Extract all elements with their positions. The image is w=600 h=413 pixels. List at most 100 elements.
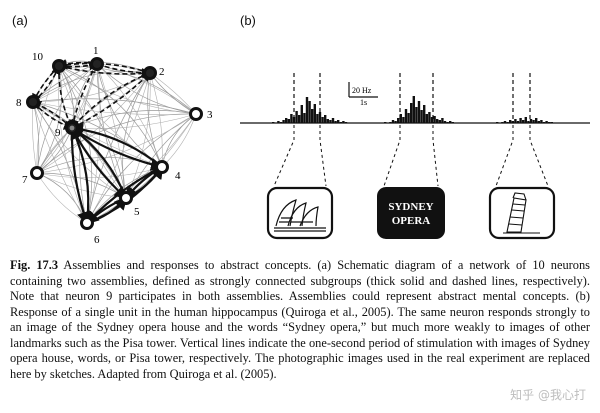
histogram-bar (329, 120, 332, 123)
neuron-node (90, 57, 104, 71)
spike-histograms (272, 96, 553, 123)
network-connection (36, 166, 163, 179)
stimulus-funnel-line (529, 125, 549, 187)
histogram-bar (303, 113, 306, 123)
network-connection (149, 72, 163, 168)
scale-bar: 20 Hz 1s (348, 82, 378, 107)
histogram-bar (441, 118, 444, 123)
opera-house-sketch-icon (274, 199, 326, 232)
histogram-bar (321, 117, 324, 123)
histogram-bar (384, 122, 387, 123)
histogram-bar (324, 115, 327, 123)
histogram-bar (449, 121, 452, 123)
stimulus-pisa-tower (488, 186, 556, 240)
histogram-bar (503, 121, 507, 123)
histogram-bar (308, 101, 311, 123)
network-connection (36, 63, 98, 174)
neuron-label: 4 (175, 170, 181, 182)
stimulus-funnel-line (273, 125, 295, 187)
histogram-bar (399, 114, 402, 123)
histogram-bar (292, 117, 296, 123)
histogram-bar (410, 103, 413, 123)
network-connection (58, 65, 163, 168)
histogram-bar (501, 122, 504, 123)
histogram-bar (272, 122, 275, 123)
histogram-bar (496, 122, 499, 123)
histogram-bar (506, 122, 509, 123)
panel-b-label: (b) (240, 13, 256, 28)
histogram-bar (542, 122, 546, 123)
histogram-bar (545, 121, 548, 123)
histogram-bar (527, 121, 530, 123)
stimulus-funnel-line (383, 125, 401, 187)
histogram-bar (298, 115, 301, 123)
histogram-bar (277, 121, 280, 123)
histogram-bar (290, 114, 293, 123)
histogram-bar (522, 120, 525, 123)
histogram-bar (397, 118, 400, 123)
neuron-node (30, 166, 44, 180)
assembly-dashed-connection (58, 65, 152, 79)
network-connection (86, 72, 151, 224)
network-connection (58, 65, 127, 199)
histogram-bar (334, 121, 337, 123)
panel-a-label: (a) (12, 13, 28, 28)
stimulus-sydney-opera-house (266, 186, 334, 240)
neuron-label: 2 (159, 66, 165, 78)
network-connection (58, 65, 197, 115)
histogram-bar (516, 121, 520, 123)
network-connection (58, 65, 88, 224)
histogram-bar (436, 119, 439, 123)
stimulus-funnel-line (319, 125, 327, 187)
histogram-bar (394, 121, 397, 123)
histogram-bar (389, 122, 392, 123)
neuron-label: 6 (94, 234, 100, 246)
scale-rate-label: 20 Hz (352, 86, 372, 95)
caption-figure-number: Fig. 17.3 (10, 258, 59, 272)
histogram-bar (443, 121, 447, 123)
histogram-bar (509, 120, 512, 123)
stimulus-word-line2: OPERA (392, 215, 431, 227)
stimulus-period-lines (273, 73, 549, 187)
network-connection (96, 63, 127, 199)
histogram-bar (339, 122, 342, 123)
histogram-bar (519, 118, 522, 123)
histogram-bar (305, 97, 309, 123)
histogram-bar (550, 122, 553, 123)
histogram-bar (287, 119, 290, 123)
histogram-bar (412, 96, 415, 123)
neuron-label: 8 (16, 97, 22, 109)
network-connection (32, 101, 163, 168)
stimulus-word-line1: SYDNEY (388, 201, 433, 213)
histogram-bar (342, 121, 345, 123)
histogram-bar (316, 114, 319, 123)
neuron-node-core (69, 125, 75, 131)
neuron-label: 5 (134, 206, 140, 218)
histogram-bar (433, 116, 436, 123)
stimulus-funnel-line (432, 125, 439, 187)
histogram-bar (331, 118, 335, 123)
histogram-bar (535, 118, 538, 123)
stimulus-funnel-line (495, 125, 514, 187)
caption-text: Assemblies and responses to abstract con… (10, 258, 590, 381)
histogram-bar (326, 119, 329, 123)
neuron-node (189, 107, 203, 121)
assembly-dashed-connections (31, 59, 152, 130)
histogram-bar (438, 120, 441, 123)
histogram-bar (295, 111, 298, 123)
histogram-bar (279, 122, 283, 123)
histogram-bar (402, 117, 405, 123)
neuron-node (155, 160, 169, 174)
network-connection (32, 101, 40, 174)
figure-caption: Fig. 17.3 Assemblies and responses to ab… (10, 258, 590, 382)
histogram-bar (420, 110, 423, 123)
network-connection (36, 65, 62, 174)
histogram-bar (423, 105, 426, 123)
neuron-node (119, 191, 133, 205)
assembly-dashed-connection (57, 59, 151, 74)
network-connection (32, 98, 197, 115)
network-connection (32, 72, 151, 103)
histogram-bar (300, 105, 303, 123)
neuron-node (26, 95, 40, 109)
histogram-bar (514, 119, 517, 123)
